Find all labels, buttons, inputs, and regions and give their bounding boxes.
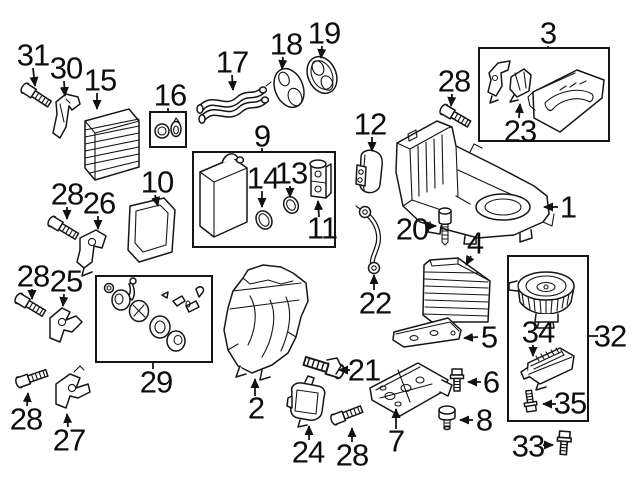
- group-boxes: [95, 47, 610, 422]
- callout-lines: [22, 45, 598, 450]
- part-callout-22: 22: [358, 285, 392, 321]
- bracket-25-drawing: [49, 307, 83, 343]
- callout-line-23: [514, 103, 524, 119]
- part-callout-21: 21: [347, 352, 381, 388]
- bracket-26-drawing: [76, 229, 107, 277]
- hardware-kit-3-drawing: [487, 60, 605, 133]
- part-callout-32: 32: [593, 318, 627, 354]
- part-callout-1: 1: [559, 189, 577, 225]
- group-box-3: [478, 47, 610, 142]
- part-callout-30: 30: [49, 50, 83, 86]
- cable-22-drawing: [355, 205, 382, 275]
- bracket-24-drawing: [286, 375, 326, 428]
- part-callout-25: 25: [49, 263, 83, 299]
- blower-motor-drawing: [508, 271, 575, 329]
- o-ring-14-drawing: [255, 210, 273, 230]
- callout-line-28: [447, 93, 457, 107]
- part-callout-7: 7: [387, 423, 405, 459]
- gasket-18-drawing: [273, 67, 305, 109]
- part-callout-18: 18: [269, 26, 303, 62]
- rail-5-drawing: [392, 317, 462, 348]
- callout-line-28: [22, 392, 32, 407]
- heater-core-15-drawing: [84, 108, 140, 181]
- resistor-34-drawing: [520, 347, 575, 391]
- group-box-9: [192, 151, 336, 248]
- part-callout-9: 9: [253, 118, 271, 154]
- part-callout-6: 6: [482, 364, 500, 400]
- part-callout-4: 4: [466, 225, 484, 261]
- callout-line-31: [29, 67, 39, 87]
- part-callout-35: 35: [553, 385, 587, 421]
- grommet-kit-16-drawing: [154, 117, 182, 139]
- plate-7-drawing: [369, 362, 453, 417]
- part-callout-5: 5: [480, 319, 498, 355]
- part-callout-23: 23: [503, 113, 537, 149]
- part-callout-31: 31: [16, 37, 50, 73]
- callout-line-5: [463, 332, 479, 342]
- seal-frame-10-drawing: [127, 197, 176, 263]
- part-callout-26: 26: [82, 185, 116, 221]
- part-callout-34: 34: [521, 314, 555, 350]
- clip-12-drawing: [355, 149, 383, 194]
- part-callout-14: 14: [246, 160, 280, 196]
- bracket-30-drawing: [52, 93, 81, 139]
- heater-pipe-17-drawing: [196, 81, 272, 124]
- o-ring-13-drawing: [282, 196, 300, 214]
- part-callout-28: 28: [437, 63, 471, 99]
- part-callout-19: 19: [307, 15, 341, 51]
- part-callout-33: 33: [511, 428, 545, 464]
- callout-line-17: [227, 74, 237, 91]
- callout-line-10: [151, 194, 160, 207]
- group-box-32: [507, 255, 589, 422]
- callout-line-18: [278, 56, 288, 70]
- callout-line-19: [317, 45, 327, 59]
- actuator-23-drawing: [509, 68, 532, 103]
- part-callout-3: 3: [539, 15, 557, 51]
- callout-line-25: [59, 293, 69, 307]
- bracket-27-drawing: [55, 365, 91, 409]
- part-callout-28: 28: [50, 176, 84, 212]
- part-callout-20: 20: [395, 211, 429, 247]
- part-callout-28: 28: [16, 258, 50, 294]
- part-callout-24: 24: [291, 434, 325, 470]
- part-callout-15: 15: [83, 62, 117, 98]
- knob-kit-29-drawing: [103, 277, 205, 352]
- part-callout-27: 27: [52, 422, 86, 458]
- screw-8-drawing: [438, 405, 456, 431]
- callout-line-4: [465, 254, 475, 266]
- part-callout-2: 2: [247, 390, 265, 426]
- callout-line-11: [314, 200, 324, 218]
- seal-19-drawing: [306, 55, 338, 95]
- group-box-29: [95, 275, 213, 363]
- part-callout-28: 28: [9, 401, 43, 437]
- part-callout-28: 28: [335, 437, 369, 473]
- callout-line-30: [59, 80, 69, 97]
- part-callout-8: 8: [475, 402, 493, 438]
- group-box-16: [149, 111, 187, 148]
- part-callout-13: 13: [274, 155, 308, 191]
- stud-20-drawing: [438, 207, 452, 246]
- part-callout-12: 12: [353, 106, 387, 142]
- filter-4-drawing: [422, 257, 491, 323]
- evaporator-9-drawing: [199, 153, 248, 238]
- part-callout-10: 10: [140, 164, 174, 200]
- part-callout-17: 17: [215, 44, 249, 80]
- housing-2-drawing: [223, 264, 309, 381]
- part-callout-29: 29: [139, 364, 173, 400]
- expansion-valve-11-drawing: [309, 159, 332, 199]
- part-callout-11: 11: [306, 210, 338, 246]
- part-callout-16: 16: [153, 77, 187, 113]
- callout-line-27: [63, 413, 73, 428]
- main-housing-1-drawing: [395, 120, 555, 245]
